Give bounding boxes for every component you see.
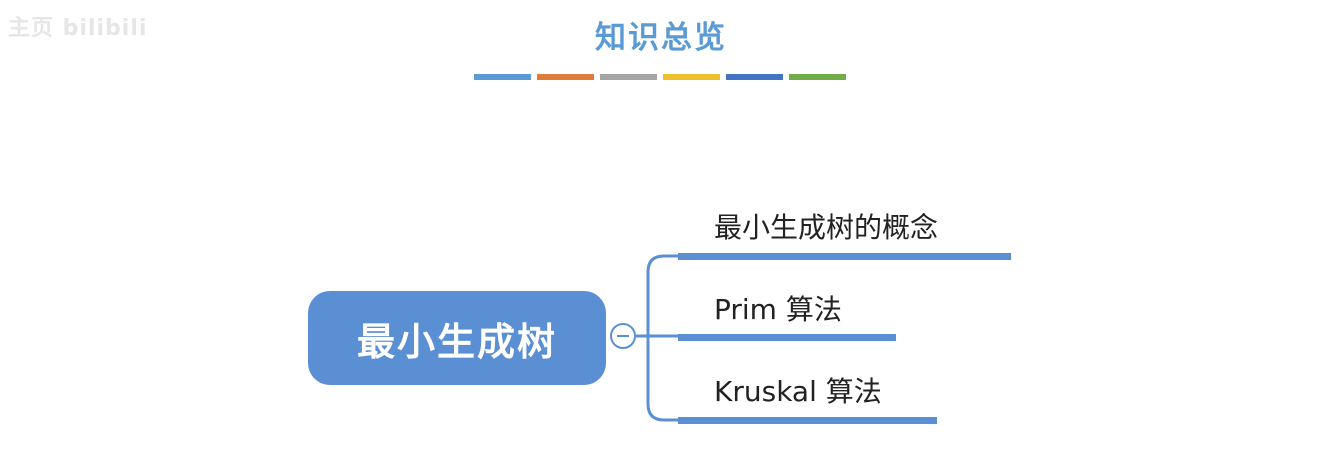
- color-bar-segment: [789, 74, 846, 80]
- page-title: 知识总览: [595, 20, 727, 56]
- color-bar: [474, 74, 846, 80]
- color-bar-segment: [537, 74, 594, 80]
- connector-branch-top: [646, 254, 680, 336]
- color-bar-segment: [663, 74, 720, 80]
- minus-icon: [617, 335, 629, 337]
- branch-underline: [678, 417, 937, 424]
- root-node[interactable]: 最小生成树: [308, 291, 606, 385]
- color-bar-segment: [474, 74, 531, 80]
- branch-label: Prim 算法: [714, 293, 842, 326]
- branch-underline: [678, 253, 1011, 260]
- branch-underline: [678, 334, 896, 341]
- collapse-toggle-button[interactable]: [610, 323, 636, 349]
- connector-branch-bottom: [646, 336, 680, 422]
- color-bar-segment: [726, 74, 783, 80]
- branch-label: 最小生成树的概念: [714, 211, 939, 244]
- root-node-label: 最小生成树: [356, 319, 557, 364]
- watermark: 主页 bilibili: [8, 16, 148, 41]
- color-bar-segment: [600, 74, 657, 80]
- branch-label: Kruskal 算法: [714, 375, 882, 408]
